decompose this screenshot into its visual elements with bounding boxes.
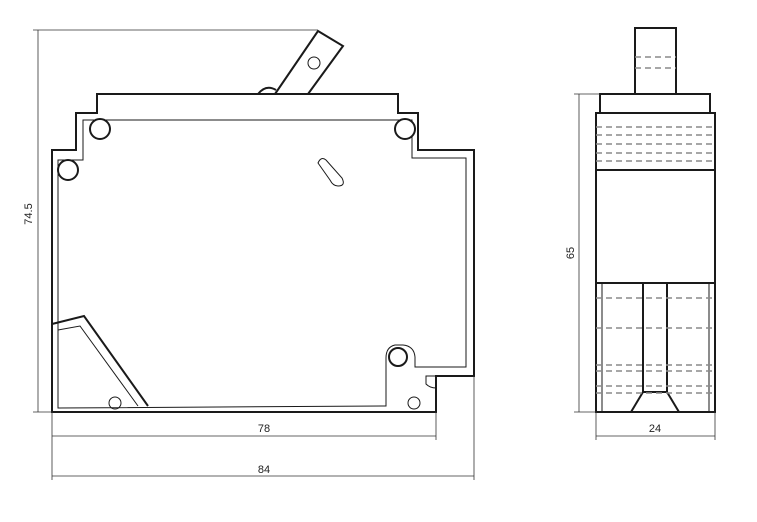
side-lever-block xyxy=(634,27,677,95)
dim-side-height-label: 65 xyxy=(565,247,577,259)
mounting-hole-left xyxy=(57,159,79,181)
side-view: 65 24 xyxy=(565,27,716,440)
mounting-hole-top-right xyxy=(394,118,416,140)
front-housing-outline xyxy=(51,93,475,413)
side-cap xyxy=(599,93,711,114)
toggle-lever-pin xyxy=(307,56,321,70)
toggle-lever-pivot xyxy=(257,86,277,95)
mounting-hole-top-left xyxy=(89,118,111,140)
toggle-lever xyxy=(274,29,345,95)
front-slot xyxy=(317,158,344,187)
dim-front-height-label: 74.5 xyxy=(23,203,35,224)
front-inner-outline xyxy=(57,119,467,409)
mounting-hole-bottom-right xyxy=(388,347,408,367)
front-terminal-wedge-inner xyxy=(57,325,139,407)
side-terminal-screw-head xyxy=(630,391,680,413)
front-view: 74.5 78 84 xyxy=(23,29,475,480)
front-terminal-wedge xyxy=(51,314,149,407)
side-terminal-screw-shaft xyxy=(642,282,668,393)
dim-front-total-width-label: 84 xyxy=(258,464,270,476)
mounting-hole-bottom-left-small xyxy=(108,396,122,410)
mounting-hole-bottom-right-small xyxy=(407,396,421,410)
dim-side-width-label: 24 xyxy=(649,423,661,435)
side-body xyxy=(595,112,716,413)
dim-front-inner-width-label: 78 xyxy=(258,423,270,435)
front-notch xyxy=(425,375,437,389)
